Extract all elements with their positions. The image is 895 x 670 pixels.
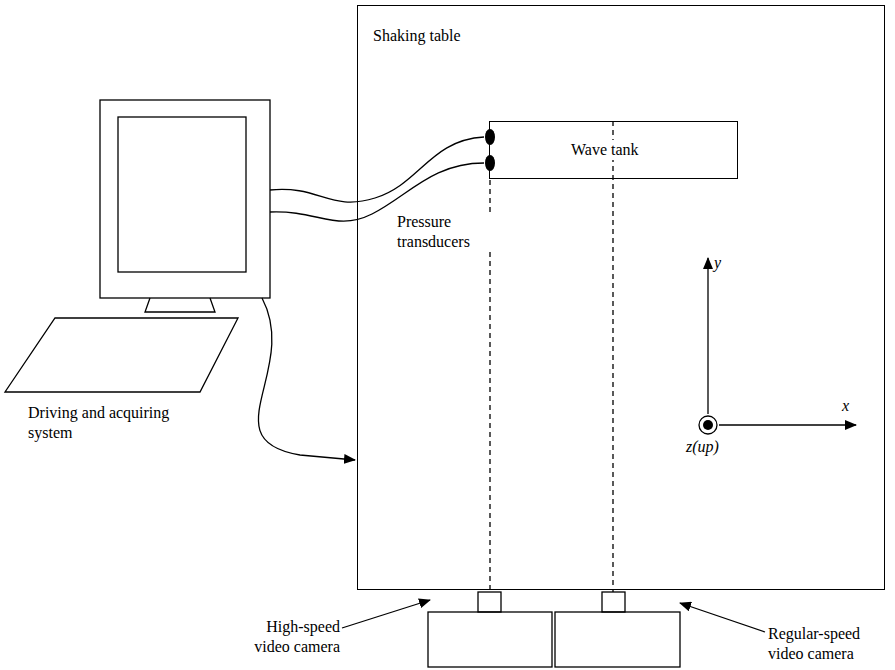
leader-arrow (680, 603, 765, 632)
shaking-table: Shaking tableWave tank (357, 5, 885, 590)
system-label: Driving and acquiring system (28, 403, 178, 443)
signal-wire (270, 137, 484, 202)
node-label: Wave tank (569, 140, 641, 160)
transducer-label: Pressure transducers (395, 212, 524, 252)
axis-label: x (842, 396, 849, 416)
regular-speed-camera (555, 612, 680, 667)
high-speed-camera (428, 612, 552, 667)
monitor (100, 100, 270, 298)
drive-wire (258, 298, 355, 460)
camera-lens (478, 592, 501, 612)
wave-tank: Wave tank (489, 121, 738, 179)
keyboard (5, 318, 238, 392)
leader-arrow (342, 600, 430, 628)
z-axis-dot (703, 420, 713, 430)
camera-label: Regular-speed video camera (768, 624, 888, 664)
x-axis (719, 424, 856, 425)
node-label: Shaking table (373, 26, 461, 46)
axis-label: z(up) (686, 437, 719, 457)
monitor-screen (118, 117, 246, 272)
camera-lens (602, 592, 625, 612)
y-axis (707, 258, 708, 414)
monitor-stand (145, 298, 215, 312)
camera-label: High-speed video camera (228, 617, 340, 657)
sight-line (612, 121, 613, 592)
pressure-transducer (485, 155, 495, 171)
z-axis-symbol (699, 416, 717, 434)
axis-label: y (714, 253, 721, 273)
pressure-transducer (485, 129, 495, 145)
